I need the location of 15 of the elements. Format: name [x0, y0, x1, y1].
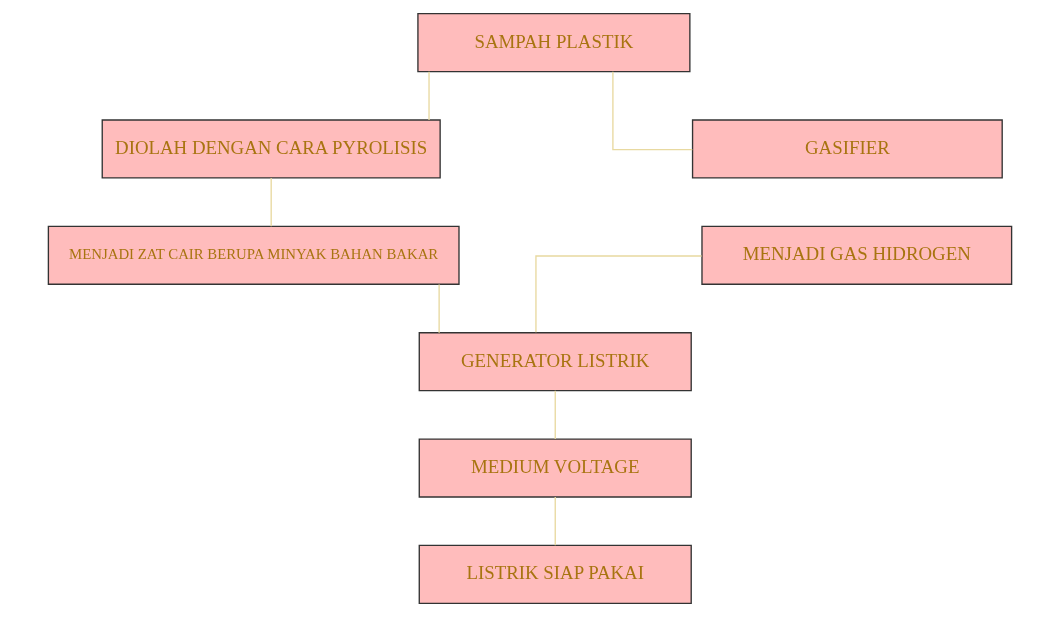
connector: [554, 496, 556, 547]
connector: [437, 283, 440, 334]
node-box: SAMPAH PLASTIK: [416, 13, 691, 73]
connector: [427, 71, 430, 121]
connector: [270, 177, 272, 227]
node-box: DIOLAH DENGAN CARA PYROLISIS: [101, 119, 441, 179]
node-box: GASIFIER: [691, 119, 1003, 179]
node-box: MEDIUM VOLTAGE: [418, 438, 692, 498]
connector: [534, 255, 702, 333]
connector: [554, 390, 556, 440]
node-box: LISTRIK SIAP PAKAI: [418, 544, 692, 604]
node-box: MENJADI GAS HIDROGEN: [700, 225, 1012, 285]
node-box: GENERATOR LISTRIK: [418, 332, 692, 392]
connector: [611, 71, 693, 151]
node-box: MENJADI ZAT CAIR BERUPA MINYAK BAHAN BAKAR: [47, 225, 460, 285]
